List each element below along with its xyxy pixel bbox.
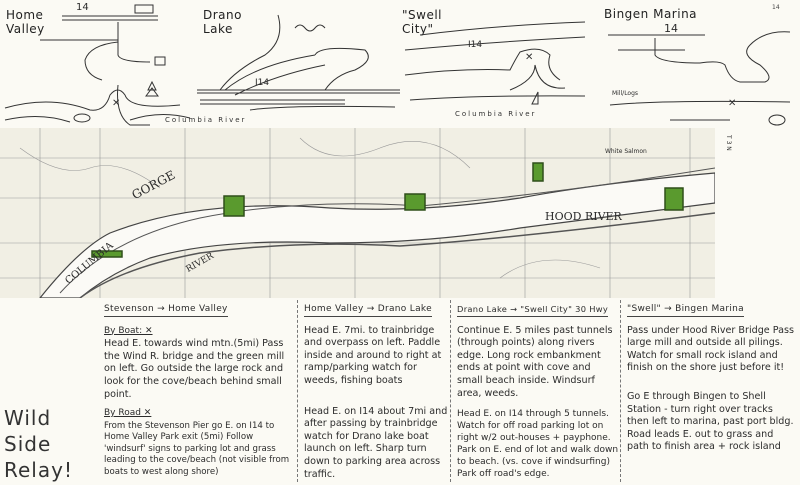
inset-swell-city: "Swell City" I14 ✕ bbox=[400, 0, 600, 128]
inset-title-line: Home bbox=[6, 8, 44, 22]
by-road-directions: Head E. on I14 through 5 tunnels. Watch … bbox=[457, 409, 619, 480]
inset-title-line: Valley bbox=[6, 22, 45, 36]
road-label: I14 bbox=[468, 40, 483, 50]
column-divider bbox=[450, 300, 451, 482]
title-line: Wild bbox=[4, 406, 52, 430]
mill-logs-label: Mill/Logs bbox=[612, 90, 639, 97]
by-road-directions: Go E through Bingen to Shell Station - t… bbox=[627, 390, 794, 453]
bingen-sketch: ✕ bbox=[608, 31, 791, 126]
gorge-map: GORGE COLUMBIA RIVER HOOD RIVER White Sa… bbox=[0, 128, 716, 299]
by-boat-directions: Continue E. 5 miles past tunnels (throug… bbox=[457, 324, 613, 399]
marker-swell-city bbox=[532, 162, 544, 182]
svg-text:✕: ✕ bbox=[728, 98, 736, 109]
drano-lake-sketch bbox=[197, 14, 400, 111]
by-road-label: By Road ✕ bbox=[104, 408, 152, 419]
inset-bingen-marina: Bingen Marina 14 Mill/Logs 14 ✕ bbox=[600, 0, 800, 128]
road-label: 14 bbox=[76, 2, 89, 13]
by-boat-directions: Pass under Hood River Bridge Pass large … bbox=[627, 324, 794, 374]
swell-city-sketch: ✕ bbox=[404, 21, 586, 105]
leg-heading: "Swell" → Bingen Marina bbox=[627, 303, 744, 317]
inset-title: Home Valley bbox=[6, 8, 45, 36]
svg-text:✕: ✕ bbox=[112, 98, 120, 109]
inset-title-line: "Swell bbox=[402, 8, 443, 22]
column-divider bbox=[297, 300, 298, 482]
leg-heading: Drano Lake → "Swell City" 30 Hwy bbox=[457, 303, 609, 317]
map-label-white-salmon: White Salmon bbox=[605, 148, 647, 155]
road-label: 14 bbox=[664, 22, 678, 35]
inset-home-valley: Home Valley 14 ✕ bbox=[0, 0, 195, 128]
marker-drano-lake bbox=[404, 193, 426, 211]
leg-4-directions: "Swell" → Bingen Marina Pass under Hood … bbox=[621, 298, 797, 485]
by-boat-directions: Head E. 7mi. to trainbridge and overpass… bbox=[304, 324, 442, 386]
inset-title: "Swell City" bbox=[402, 8, 442, 36]
title-line: Relay! bbox=[4, 458, 73, 482]
inset-title: Bingen Marina bbox=[604, 7, 697, 21]
leg-heading: Home Valley → Drano Lake bbox=[304, 303, 432, 317]
map-label-township: T 3 N bbox=[725, 135, 732, 151]
leg-2-directions: Home Valley → Drano Lake Head E. 7mi. to… bbox=[298, 298, 450, 485]
page-number: 14 bbox=[772, 4, 780, 11]
svg-text:✕: ✕ bbox=[525, 52, 533, 63]
leg-heading: Stevenson → Home Valley bbox=[104, 303, 228, 317]
inset-title-line: Drano bbox=[203, 8, 242, 22]
inset-drano-lake: Drano Lake I14 bbox=[195, 0, 400, 128]
map-label-hood-river: HOOD RIVER bbox=[545, 210, 622, 223]
marker-stevenson bbox=[91, 250, 123, 258]
by-boat-directions: Head E. towards wind mtn.(5mi) Pass the … bbox=[104, 338, 285, 400]
map-drawing bbox=[0, 128, 716, 299]
inset-title: Drano Lake bbox=[203, 8, 242, 36]
by-road-directions: Head E. on I14 about 7mi and after passi… bbox=[304, 405, 448, 480]
by-boat-label: By Boat: ✕ bbox=[104, 325, 153, 336]
inset-title-line: Lake bbox=[203, 22, 233, 36]
wild-side-relay-title: Wild Side Relay! bbox=[4, 405, 94, 483]
inset-title-line: City" bbox=[402, 22, 434, 36]
start-finish-markers bbox=[91, 162, 684, 258]
column-divider bbox=[620, 300, 621, 482]
inset-title-line: Bingen Marina bbox=[604, 7, 698, 21]
marker-home-valley bbox=[223, 195, 245, 217]
leg-3-directions: Drano Lake → "Swell City" 30 Hwy Continu… bbox=[451, 298, 619, 485]
river-label: Columbia River bbox=[455, 110, 537, 118]
marker-bingen bbox=[664, 187, 684, 211]
leg-1-directions: Stevenson → Home Valley By Boat: ✕ Head … bbox=[98, 298, 296, 485]
home-valley-sketch: ✕ bbox=[4, 4, 191, 126]
by-road-directions: From the Stevenson Pier go E. on I14 to … bbox=[104, 420, 290, 477]
title-line: Side bbox=[4, 432, 52, 456]
river-label: Columbia River bbox=[165, 116, 247, 124]
